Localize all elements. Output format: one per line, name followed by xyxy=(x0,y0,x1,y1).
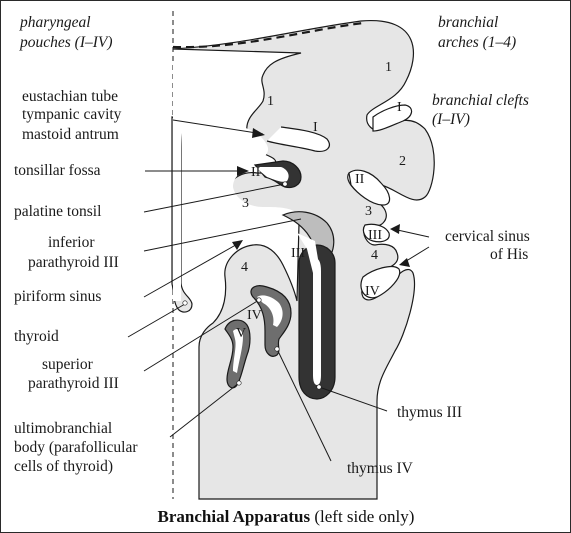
label-inferior: inferior xyxy=(48,234,95,251)
label-palatine-tonsil: palatine tonsil xyxy=(14,203,101,220)
leader-lines xyxy=(127,119,430,462)
arches-header-line1: branchial xyxy=(438,14,498,31)
label-of-his: of His xyxy=(490,246,528,263)
pouch-v-lumen xyxy=(233,329,243,373)
arch-4-right-numeral: 4 xyxy=(371,248,378,263)
leader-thyroid xyxy=(127,303,186,338)
arches-header-line2: arches (1–4) xyxy=(438,34,516,51)
caption-rest: (left side only) xyxy=(310,507,414,526)
arch-3-right-numeral: 3 xyxy=(365,204,372,219)
arch-4-left-numeral: 4 xyxy=(241,260,248,275)
arch-2-numeral: 2 xyxy=(399,154,406,169)
label-eustachian-tube: eustachian tube xyxy=(22,88,118,105)
label-superior: superior xyxy=(42,356,94,373)
cleft-i xyxy=(372,104,413,132)
label-ultimobranchial: ultimobranchial xyxy=(14,420,112,437)
clefts-header-line2: (I–IV) xyxy=(432,111,470,128)
pouch-iii-numeral: III xyxy=(291,246,305,261)
pouches-header-line2: pouches (I–IV) xyxy=(19,34,113,51)
pouches-header-line1: pharyngeal xyxy=(19,14,91,31)
label-thymus-iv: thymus IV xyxy=(347,460,414,477)
label-piriform-sinus: piriform sinus xyxy=(14,288,101,305)
leader-inferior xyxy=(143,218,302,252)
arrowhead-tonsillar xyxy=(237,166,249,176)
pharynx-lumen xyxy=(173,61,297,337)
cleft-iv-numeral: IV xyxy=(365,284,380,299)
label-inferior-parathyroid: parathyroid III xyxy=(28,254,119,271)
cleft-iii-numeral: III xyxy=(368,228,382,243)
cut-line xyxy=(172,21,364,49)
label-superior-parathyroid: parathyroid III xyxy=(28,375,119,392)
cleft-ii xyxy=(348,169,391,206)
pouch-iv-numeral: IV xyxy=(247,308,262,323)
thymus-iii-lumen xyxy=(313,259,321,385)
pouch-iv-lumen xyxy=(257,295,283,327)
label-parafollicular: body (parafollicular xyxy=(14,439,138,456)
pouch-i xyxy=(266,126,330,152)
arrowheads xyxy=(232,128,410,267)
dot-thymus3 xyxy=(316,384,322,390)
leader-palatine xyxy=(143,183,286,213)
label-thyroid: thyroid xyxy=(14,328,59,345)
dot-superior xyxy=(256,297,262,303)
cleft-i-numeral: I xyxy=(397,100,402,115)
cleft-iv xyxy=(360,265,401,299)
dot-thymus4 xyxy=(274,346,280,352)
pouch-v-numeral: V xyxy=(236,326,246,341)
label-cervical-sinus: cervical sinus xyxy=(445,228,530,245)
pouch-iv-derivative xyxy=(250,285,292,357)
leader-ultimo xyxy=(169,382,240,438)
leader-thymus4 xyxy=(276,348,332,462)
arch-3-left-numeral: 3 xyxy=(242,196,249,211)
cleft-iii xyxy=(362,223,390,243)
dot-thyroid xyxy=(182,300,188,306)
dot-palatine xyxy=(282,181,288,187)
tonsillar-fossa xyxy=(255,167,289,182)
label-thymus-iii: thymus III xyxy=(397,404,462,421)
label-tonsillar-fossa: tonsillar fossa xyxy=(14,162,101,179)
leader-thymus3 xyxy=(318,386,388,412)
arch-1-left-numeral: 1 xyxy=(267,94,274,109)
cleft-ii-numeral: II xyxy=(355,172,365,187)
label-cells-of-thyroid: cells of thyroid) xyxy=(14,458,113,475)
pouch-ii-numeral: II xyxy=(251,165,261,180)
leader-piriform xyxy=(143,241,242,298)
caption-bold: Branchial Apparatus xyxy=(158,507,311,526)
dot-ultimo xyxy=(236,380,242,386)
leader-dots xyxy=(182,181,322,390)
arrowhead-piriform xyxy=(232,240,243,250)
pouch-iii-channel xyxy=(297,233,319,273)
arrowhead-cervical-b xyxy=(399,258,410,267)
leader-eustachian xyxy=(172,119,264,135)
pouch-i-numeral: I xyxy=(313,120,318,135)
label-tympanic-cavity: tympanic cavity xyxy=(22,106,122,123)
caption: Branchial Apparatus (left side only) xyxy=(158,507,415,526)
arch-1-numeral: 1 xyxy=(385,60,392,75)
arrowhead-cervical-a xyxy=(390,224,400,234)
leader-superior xyxy=(143,299,260,372)
clefts-header-line1: branchial clefts xyxy=(432,92,529,109)
arrowhead-eustachian xyxy=(252,128,265,138)
label-mastoid-antrum: mastoid antrum xyxy=(22,126,119,143)
